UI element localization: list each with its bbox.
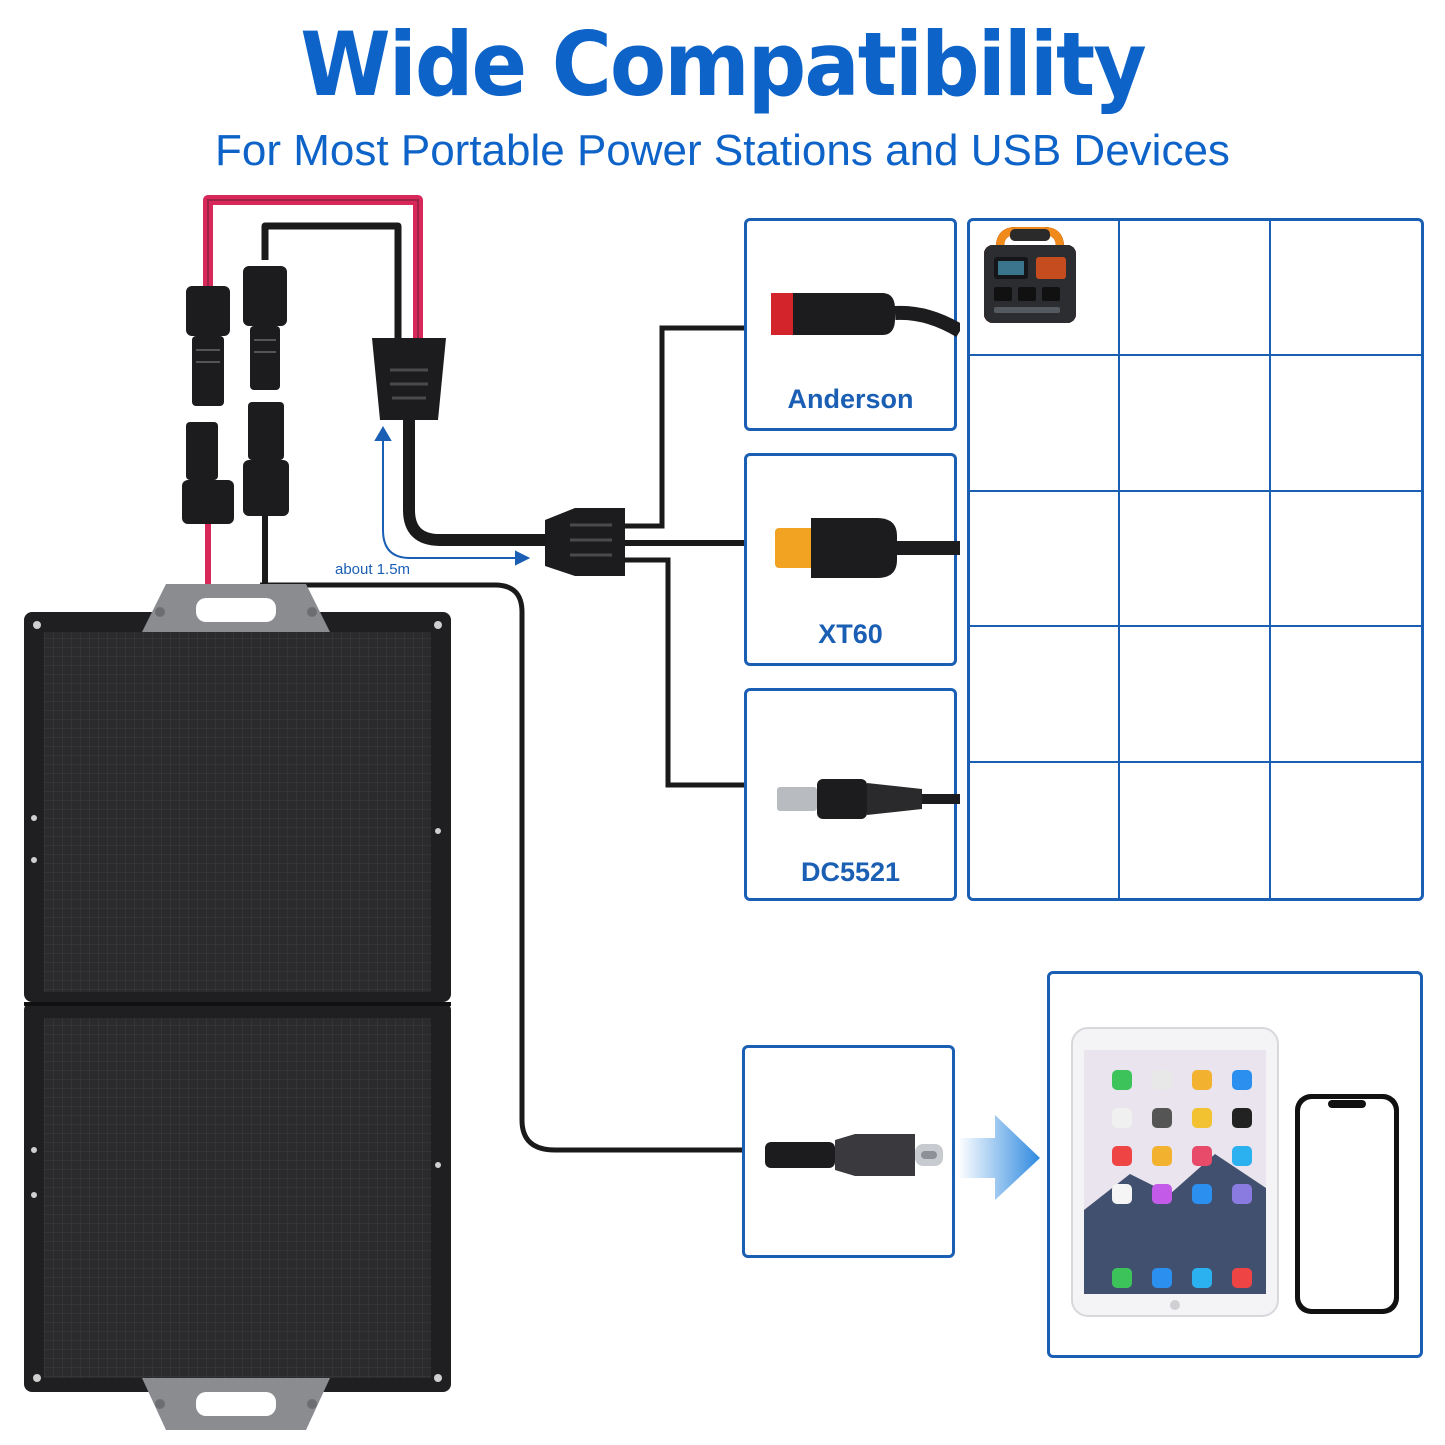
- dc5521-label: DC5521: [800, 857, 901, 887]
- length-arrow: [374, 426, 531, 566]
- page-title: Wide Compatibility: [300, 14, 1146, 117]
- cable-length-label: about 1.5m: [335, 561, 411, 578]
- app-icon: [1192, 1184, 1212, 1204]
- power-station-cell: [984, 245, 1421, 898]
- xt60-label: XT60: [818, 619, 883, 649]
- power-station-icon: [984, 245, 1076, 323]
- three-way-splitter: [545, 325, 748, 788]
- app-icon: [1192, 1146, 1212, 1166]
- dock-icon: [1192, 1268, 1212, 1288]
- power-station-grid: [967, 218, 1424, 901]
- xt60-plug-icon: [775, 518, 960, 578]
- power-station-cell: [984, 245, 1421, 763]
- app-icon: [1232, 1184, 1252, 1204]
- usb-devices-box: [1047, 971, 1423, 1358]
- xt60-connector-box: XT60: [744, 453, 960, 666]
- app-icon: [1112, 1108, 1132, 1128]
- anderson-connector-box: Anderson: [744, 218, 960, 431]
- anderson-plug-icon: [771, 293, 960, 338]
- anderson-label: Anderson: [787, 384, 914, 414]
- power-station-cell: [984, 229, 1271, 763]
- power-station-cell: [970, 227, 1121, 763]
- power-station-cell: [984, 221, 1421, 357]
- app-icon: [1232, 1108, 1252, 1128]
- phone-icon: [1295, 1094, 1399, 1314]
- power-station-cell: [970, 227, 1121, 492]
- app-icon: [1152, 1146, 1172, 1166]
- y-splitter-connector: [372, 338, 550, 546]
- app-icon: [1192, 1070, 1212, 1090]
- app-icon: [1232, 1146, 1252, 1166]
- dock-icon: [1152, 1268, 1172, 1288]
- tablet-phone-illustration: [1071, 1027, 1399, 1317]
- dc5521-connector-box: DC5521: [744, 688, 960, 901]
- power-station-cell: [984, 229, 1271, 628]
- app-icon: [1152, 1070, 1172, 1090]
- app-icon: [1112, 1070, 1132, 1090]
- app-icon: [1112, 1146, 1132, 1166]
- usb-c-cable: [260, 582, 765, 1153]
- dc5521-plug-icon: [777, 779, 960, 819]
- dock-icon: [1112, 1268, 1132, 1288]
- power-station-cell: [984, 229, 1271, 898]
- app-icon: [1152, 1108, 1172, 1128]
- app-icon: [1232, 1070, 1252, 1090]
- dock-icon: [1232, 1268, 1252, 1288]
- mc4-connectors: [182, 266, 289, 524]
- power-station-cell: [984, 245, 1421, 492]
- app-icon: [1152, 1184, 1172, 1204]
- power-station-cell: [970, 227, 1121, 628]
- page-subtitle: For Most Portable Power Stations and USB…: [215, 126, 1230, 175]
- usb-c-plug-icon: [765, 1134, 943, 1176]
- power-station-cell: [984, 245, 1421, 628]
- power-station-cell: [970, 227, 1121, 898]
- arrow-to-devices: [958, 1115, 1040, 1200]
- app-icon: [1112, 1184, 1132, 1204]
- usb-c-connector-box: [742, 1045, 955, 1258]
- solar-panel: [24, 612, 451, 1392]
- power-station-cell: [984, 229, 1271, 492]
- tablet-icon: [1071, 1027, 1279, 1317]
- panel-handles: [142, 584, 330, 1430]
- app-icon: [1192, 1108, 1212, 1128]
- power-station-cell: [984, 221, 1271, 357]
